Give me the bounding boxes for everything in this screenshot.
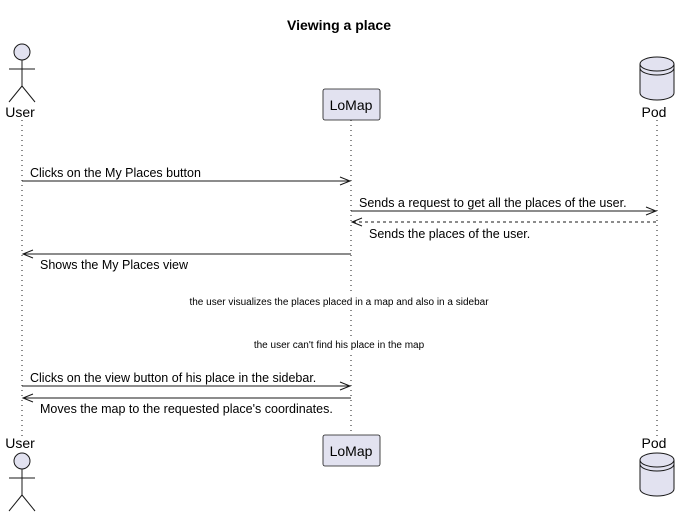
diagram-title: Viewing a place [287,17,391,33]
divider-1-background [174,294,505,308]
lomap-label-top: LoMap [330,97,373,113]
user-label-top: User [5,104,35,120]
user-actor-bottom-icon [8,452,36,512]
message-1-label: Clicks on the My Places button [30,166,201,180]
pod-database-icon [639,56,675,101]
message-5-label: Clicks on the view button of his place i… [30,371,316,385]
message-6-label: Moves the map to the requested place's c… [40,402,333,416]
message-2-label: Sends a request to get all the places of… [359,196,627,210]
lomap-participant-top [322,88,381,121]
message-5-arrowhead [339,381,352,391]
message-6-arrowhead [21,393,34,403]
divider-2-label: the user can't find his place in the map [254,340,425,351]
user-actor-icon [8,43,36,103]
message-2-arrowhead [645,206,658,216]
message-4-label: Shows the My Places view [40,258,189,272]
divider-2-background [244,337,434,351]
message-3-arrowhead [350,217,363,227]
user-label-bottom: User [5,435,35,451]
pod-label-top: Pod [642,104,667,120]
divider-1-label: the user visualizes the places placed in… [189,297,489,308]
pod-label-bottom: Pod [642,435,667,451]
lomap-participant-bottom [322,434,381,467]
message-3-label: Sends the places of the user. [369,227,530,241]
pod-database-bottom-icon [639,452,675,497]
message-1-arrowhead [339,176,352,186]
message-4-arrowhead [21,249,34,259]
lomap-label-bottom: LoMap [330,443,373,459]
